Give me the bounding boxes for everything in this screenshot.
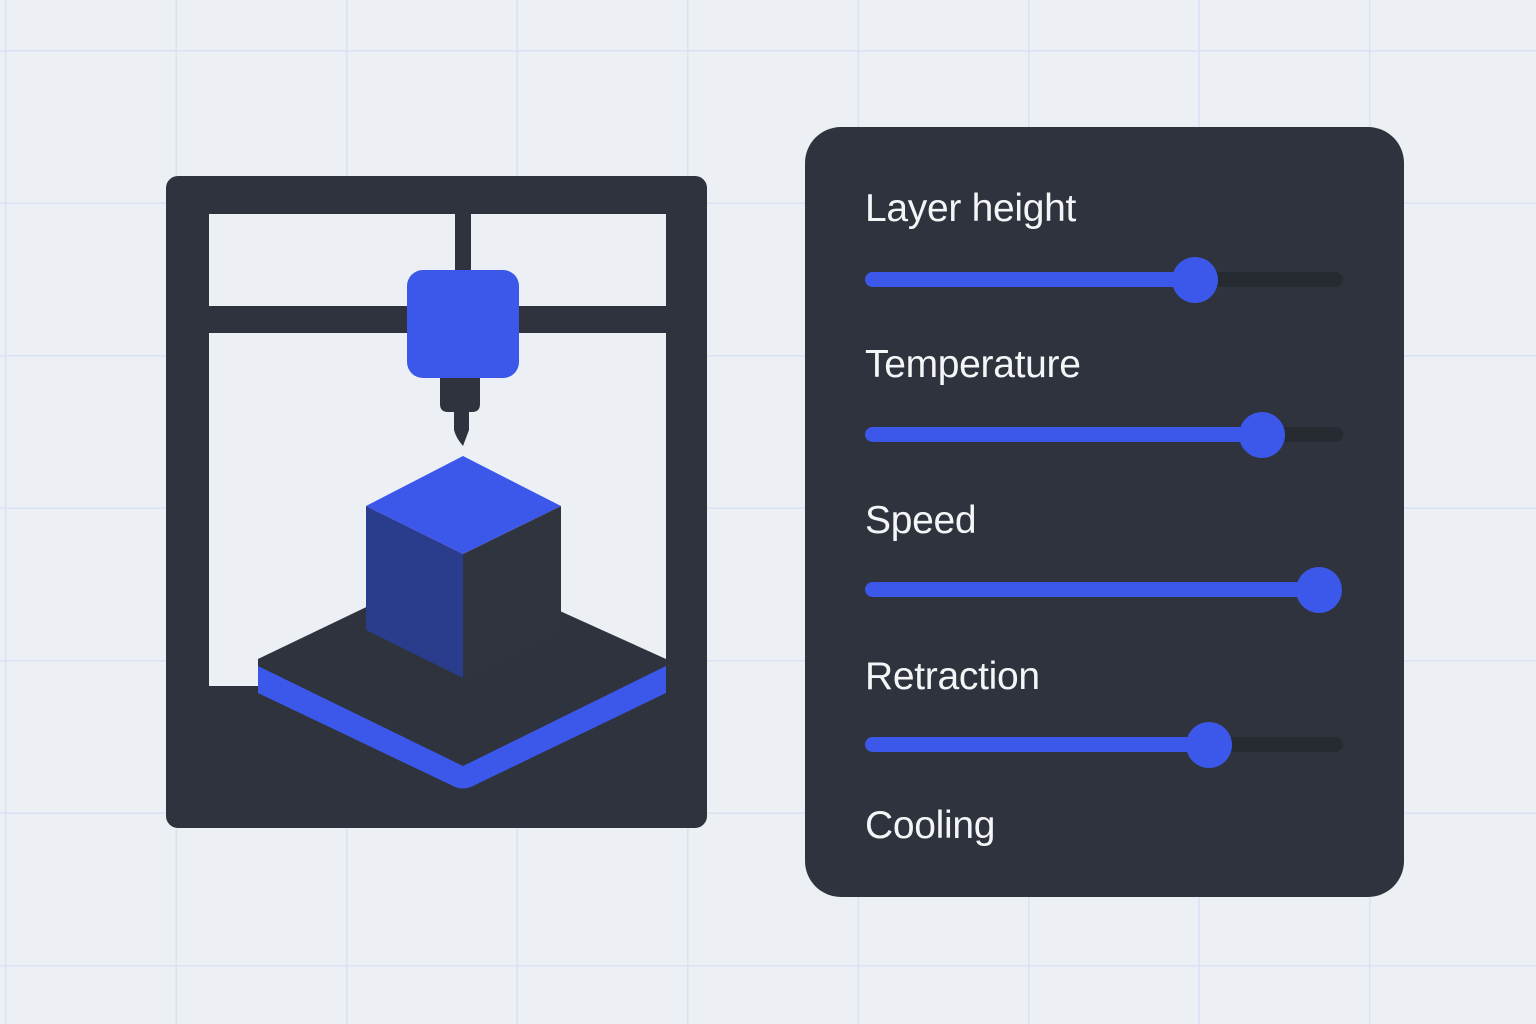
cooling-label: Cooling (865, 804, 996, 847)
slider-fill (865, 582, 1320, 597)
slider-fill (865, 737, 1210, 752)
3d-printer-illustration (166, 176, 707, 828)
temperature-slider[interactable] (865, 412, 1343, 458)
slider-thumb[interactable] (1186, 722, 1233, 768)
slider-fill (865, 427, 1262, 442)
layer-height-label: Layer height (865, 187, 1077, 230)
speed-label: Speed (865, 499, 977, 542)
slider-thumb[interactable] (1171, 257, 1218, 303)
retraction-slider[interactable] (865, 722, 1343, 768)
slider-thumb[interactable] (1238, 412, 1285, 458)
slider-fill (865, 272, 1195, 287)
slider-thumb[interactable] (1296, 567, 1343, 613)
temperature-label: Temperature (865, 343, 1081, 386)
layer-height-slider[interactable] (865, 257, 1343, 303)
speed-slider[interactable] (865, 567, 1343, 613)
retraction-label: Retraction (865, 655, 1040, 698)
3d-printer-icon (166, 176, 707, 828)
print-settings-panel: Layer height Temperature Speed Retractio… (805, 127, 1404, 897)
